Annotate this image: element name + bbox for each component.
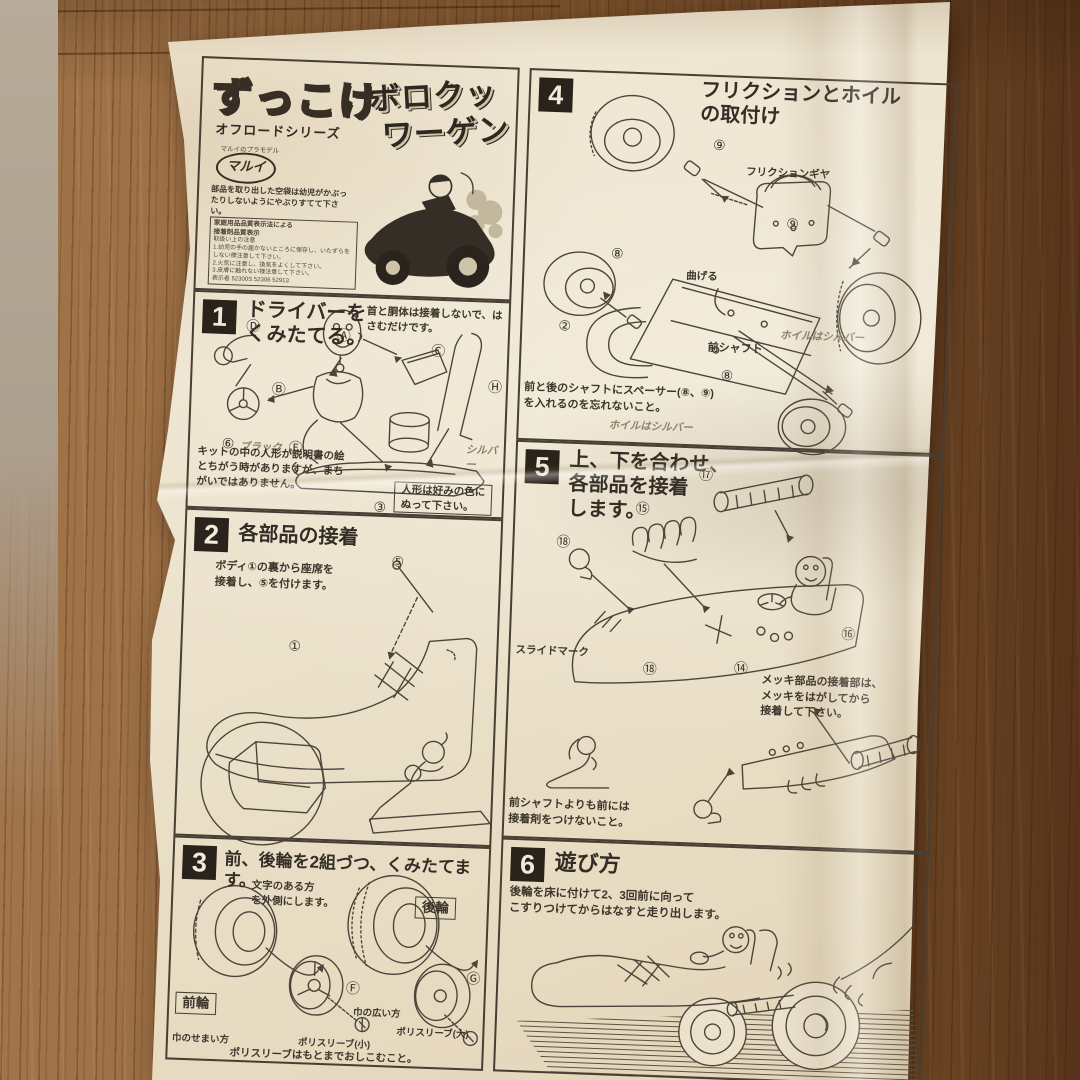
upper-lower-glue-diagram — [546, 474, 920, 824]
s1-label-h: Ⓗ — [487, 378, 503, 396]
section-3-number: 3 — [181, 844, 218, 881]
section-4-title: フリクションとホイル の取付け — [699, 79, 902, 129]
section-2-title: 各部品の接着 — [238, 522, 359, 550]
s4-silver-label-a: ホイルはシルバー — [779, 329, 865, 345]
maker-logo: マルイ — [215, 151, 277, 185]
s1-neck-note: 首と胴体は接着しないで、はさむだけです。 — [365, 305, 503, 335]
s3-label-g: Ⓖ — [466, 970, 481, 987]
section-1-number: 1 — [201, 299, 238, 335]
body-glue-diagram — [200, 560, 491, 846]
s3-label-f: Ⓕ — [345, 979, 361, 997]
s5-label-15: ⑮ — [635, 500, 651, 517]
s1-label-d: Ⓓ — [245, 317, 261, 335]
s4-label-9a: ⑨ — [712, 136, 726, 154]
s4-label-8a: ⑧ — [610, 245, 624, 262]
s2-body-note: ボディ①の裏から座席を 接着し、⑤を付けます。 — [214, 559, 335, 592]
section-6-title: 遊び方 — [554, 849, 622, 877]
s2-label-5: ⑤ — [391, 553, 405, 570]
wheel-assembly-diagram — [192, 874, 479, 1047]
box-art-car-illustration — [364, 172, 503, 288]
s5-label-18b: ⑱ — [642, 660, 658, 678]
s4-front-shaft-label: 前シャフト — [707, 341, 763, 356]
s3-rear-wheel-tag: 後輪 — [414, 896, 457, 921]
friction-wheel-diagram — [543, 94, 922, 456]
s3-narrow-label: 巾のせまい方 — [171, 1032, 230, 1046]
s3-wide-label: 巾の広い方 — [352, 1007, 401, 1020]
s4-label-8b: ⑧ — [720, 367, 734, 384]
s1-label-b: Ⓑ — [271, 380, 287, 398]
s4-label-9b: ⑨ — [785, 215, 800, 232]
s5-label-18a: ⑱ — [556, 533, 571, 550]
section-5-number: 5 — [524, 449, 560, 485]
section-1: 1 ドライバーを くみたてる。 首と胴体は接着しないで、はさむだけです。 Ⓐ Ⓑ… — [185, 289, 512, 520]
s5-label-16: ⑯ — [840, 625, 856, 643]
s4-gear-label: フリクションギヤ — [745, 166, 831, 182]
section-3: 3 前、後輪を2組づつ、くみたてます。 文字のある方 を外側にします。 後輪 前… — [165, 835, 492, 1071]
driver-assembly-diagram — [213, 309, 485, 497]
section-6: 6 遊び方 後輪を床に付けて2、3回前に向って こすりつけてからはなすと走り出し… — [492, 837, 930, 1080]
section-4-number: 4 — [538, 77, 574, 113]
s1-figure-note: キットの中の人形が説明書の絵とちがう時がありますが、まちがいではありません。 — [196, 445, 345, 491]
s5-slide-mark-label: スライドマーク — [515, 643, 590, 659]
section-4: 4 フリクションとホイル の取付け ⑨ フリクションギヤ ⑨ ⑧ 曲げる ② 前… — [516, 68, 958, 456]
masthead-section: ずっこけ オフロードシリーズ マルイのプラモデル マルイ 部品を取り出した空袋は… — [193, 56, 520, 302]
s4-bend-label: 曲げる — [686, 269, 718, 284]
s1-label-silver: シルバー — [464, 443, 498, 472]
s1-paint-note: 人形は好みの色に ぬって下さい。 — [393, 481, 493, 517]
s3-outside-note: 文字のある方 を外側にします。 — [250, 879, 335, 910]
gray-surface-strip — [0, 0, 58, 820]
s2-label-1: ① — [288, 637, 302, 655]
s3-sleeve-large-label: ポリスリーブ(大) — [396, 1026, 469, 1041]
s5-label-17: ⑰ — [698, 466, 714, 484]
s4-silver-label-b: ホイルはシルバー — [608, 419, 693, 435]
how-to-play-diagram — [516, 923, 919, 1080]
section-5: 5 上、下を合わせ、 各部品を接着 します。 ⑰ ⑮ ⑱ ⑯ スライドマーク ⑱… — [501, 439, 944, 854]
quality-label-box: 家庭用品品質表示法による 接着剤品質表示 取扱い上の注意 1.幼児の手の届かない… — [207, 216, 359, 290]
s5-plating-note: メッキ部品の接着部は、 メッキをはがしてから 接着して下さい。 — [760, 673, 883, 721]
section-6-number: 6 — [509, 846, 546, 883]
s1-label-3: ③ — [373, 498, 387, 516]
s1-label-a: Ⓐ — [336, 327, 352, 344]
s1-label-c: Ⓒ — [431, 342, 446, 360]
s5-glue-note: 前シャフトよりも前には 接着剤をつけないこと。 — [508, 796, 630, 829]
printed-sheet: ずっこけ オフロードシリーズ マルイのプラモデル マルイ 部品を取り出した空袋は… — [165, 56, 958, 1080]
section-2: 2 各部品の接着 ボディ①の裏から座席を 接着し、⑤を付けます。 ⑤ ① — [173, 507, 504, 848]
s4-label-2: ② — [558, 317, 572, 334]
series-subtitle: オフロードシリーズ — [215, 121, 341, 142]
section-2-number: 2 — [193, 517, 230, 553]
s5-label-14: ⑭ — [733, 659, 749, 677]
s3-front-wheel-tag: 前輪 — [174, 991, 217, 1016]
